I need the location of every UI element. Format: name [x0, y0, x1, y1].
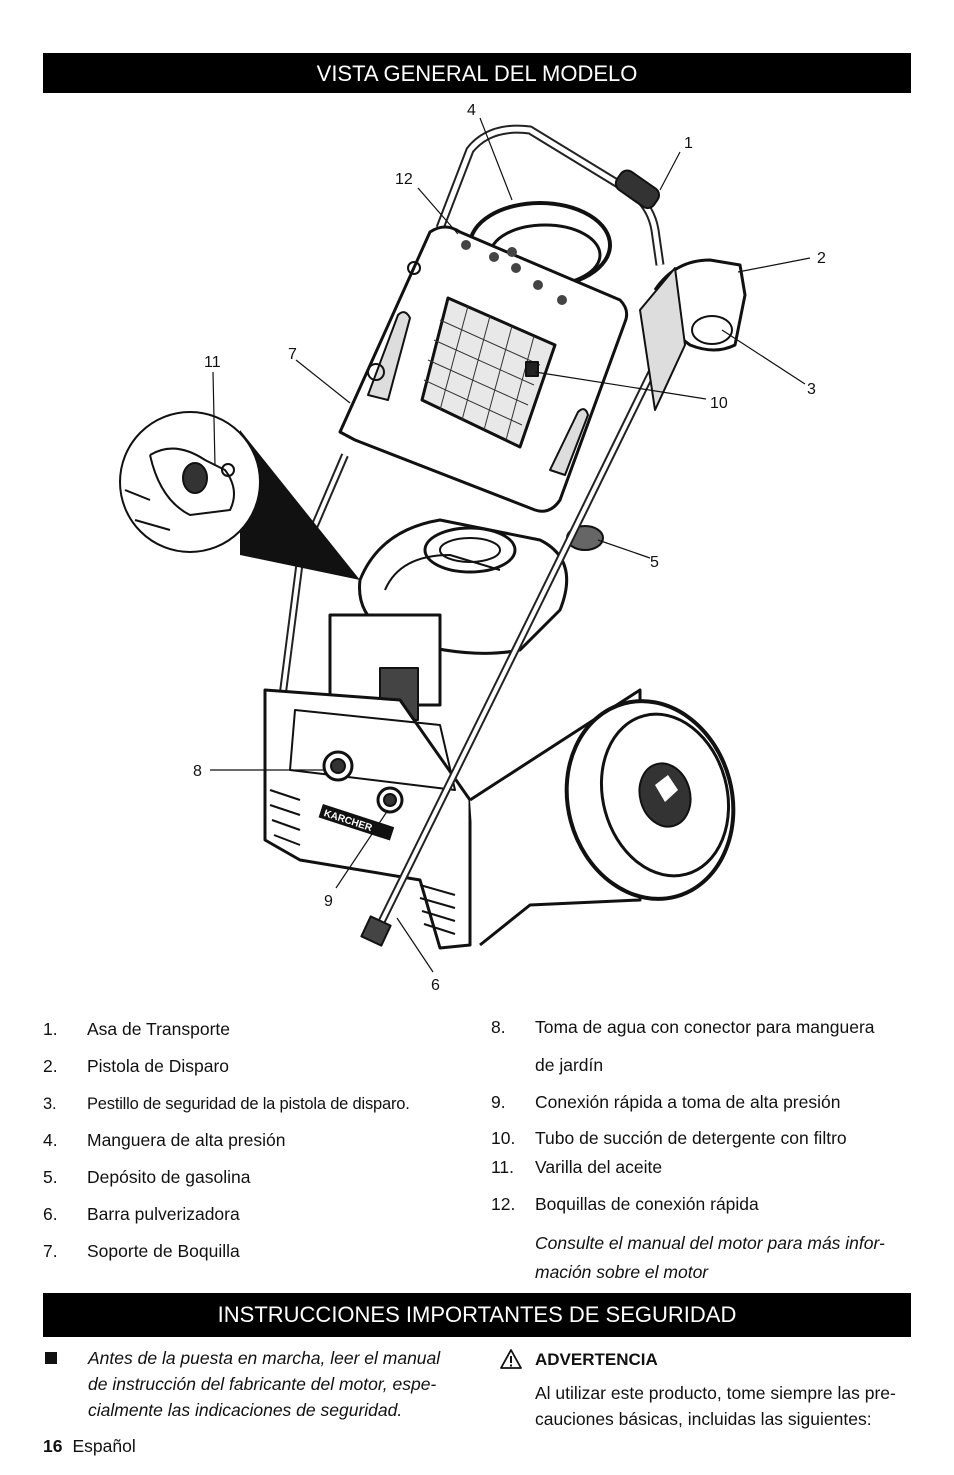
callout-7: 7 — [288, 346, 297, 363]
callout-3: 3 — [807, 381, 816, 398]
safety-bullet-line-2: de instrucción del fabricante del motor,… — [88, 1374, 437, 1394]
callout-9: 9 — [324, 893, 333, 910]
engine-note-line-2: mación sobre el motor — [535, 1262, 709, 1282]
safety-bullet-line-3: cialmente las indicaciones de seguridad. — [88, 1400, 403, 1420]
callout-1: 1 — [684, 135, 693, 152]
page-footer: 16 Español — [43, 1436, 136, 1457]
section-title-safety: INSTRUCCIONES IMPORTANTES DE SEGURIDAD — [43, 1293, 911, 1337]
callout-4: 4 — [467, 102, 476, 119]
footer-language: Español — [72, 1436, 136, 1456]
warning-triangle-icon — [500, 1349, 522, 1369]
warning-text-line-1: Al utilizar este producto, tome siempre … — [535, 1383, 896, 1403]
section-title-overview: VISTA GENERAL DEL MODELO — [43, 53, 911, 93]
callout-8: 8 — [193, 763, 202, 780]
pressure-washer-illustration: KARCHER 1 2 3 4 5 6 7 8 9 10 11 12 — [119, 102, 826, 994]
safety-bullet-line-1: Antes de la puesta en marcha, leer el ma… — [88, 1348, 441, 1368]
engine-note-line-1: Consulte el manual del motor para más in… — [535, 1233, 885, 1253]
square-bullet-icon — [45, 1352, 57, 1364]
callout-11: 11 — [204, 354, 221, 371]
parts-list-left: 1.Asa de Transporte 2.Pistola de Disparo… — [43, 1019, 410, 1261]
callout-12: 12 — [395, 171, 413, 188]
warning-text-line-2: cauciones básicas, incluidas las siguien… — [535, 1409, 872, 1429]
parts-list-right: 8.Toma de agua con conector para manguer… — [491, 1017, 875, 1214]
callout-5: 5 — [650, 554, 659, 571]
callout-2: 2 — [817, 250, 826, 267]
callout-6: 6 — [431, 977, 440, 994]
warning-label: ADVERTENCIA — [535, 1350, 658, 1369]
page-number: 16 — [43, 1436, 63, 1456]
callout-10: 10 — [710, 395, 728, 412]
